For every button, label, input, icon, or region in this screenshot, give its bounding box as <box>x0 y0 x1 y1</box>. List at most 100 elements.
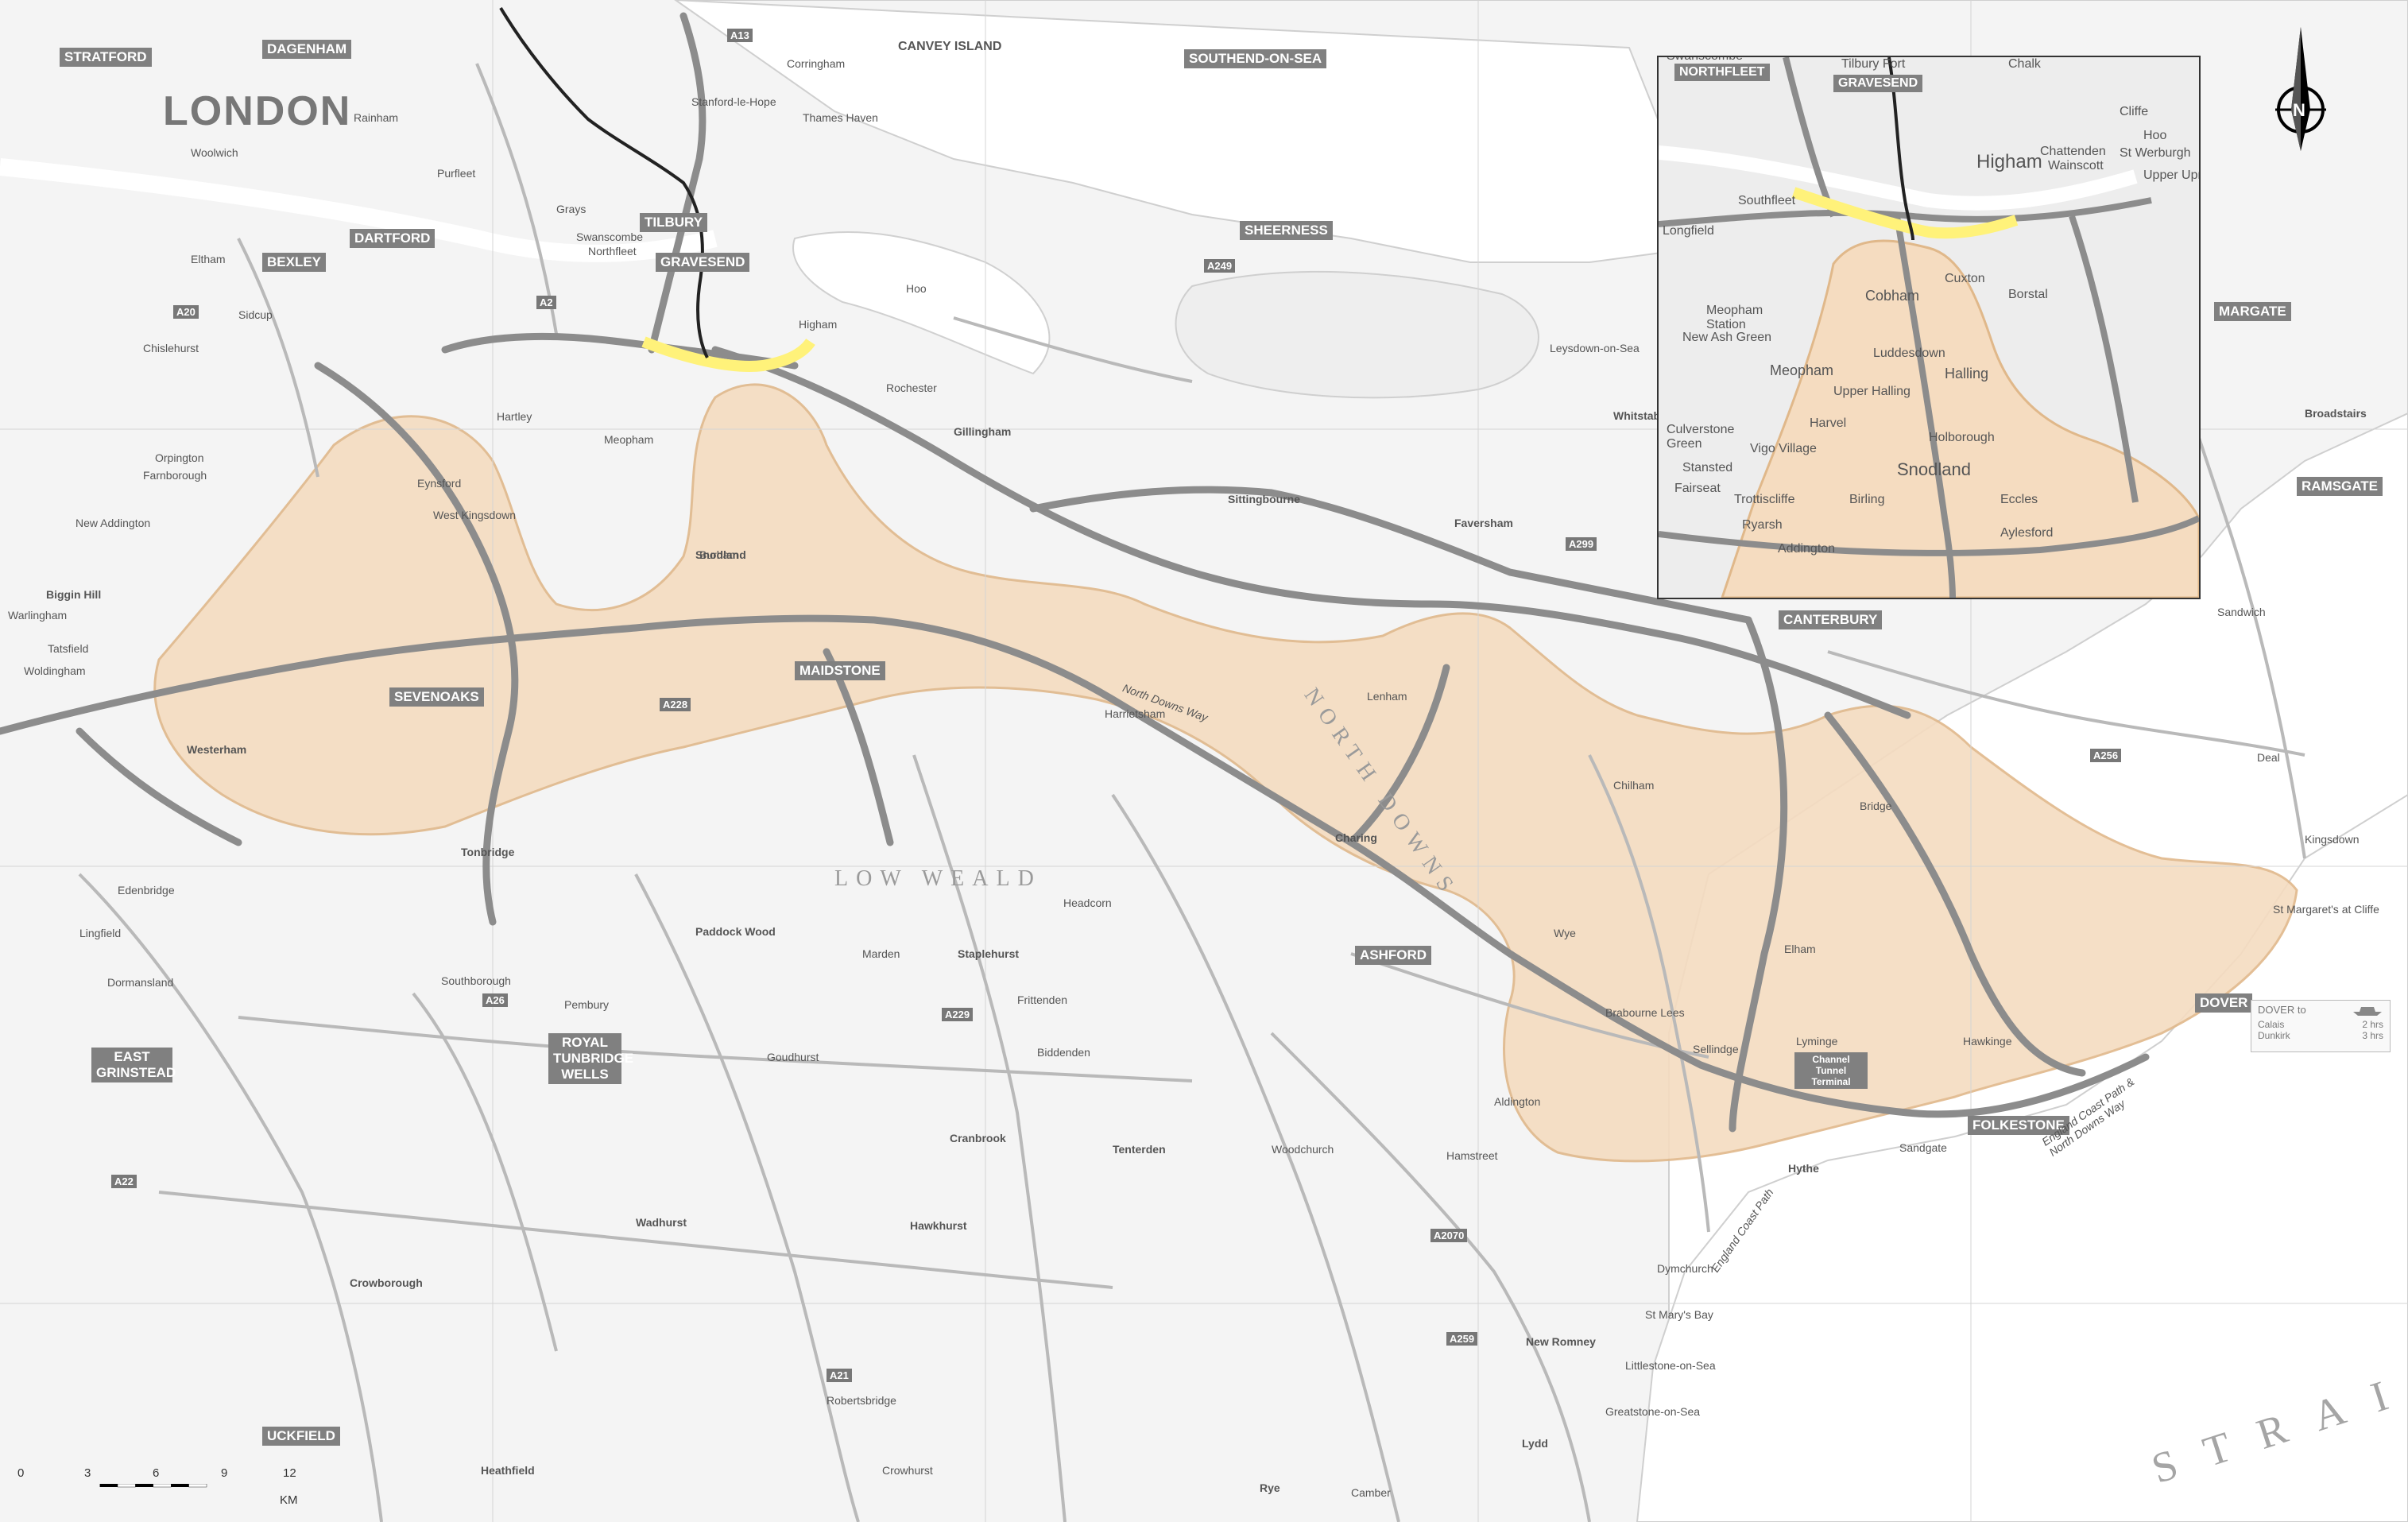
ferry-duration: 2 hrs <box>2362 1019 2383 1030</box>
town-ramsgate[interactable]: RAMSGATE <box>2297 477 2383 496</box>
inset-place: Ryarsh <box>1742 518 1783 532</box>
inset-place: Cobham <box>1865 288 1920 304</box>
town-east-grinstead[interactable]: EAST GRINSTEAD <box>91 1048 176 1082</box>
inset-place: Swanscombe <box>1667 56 1744 63</box>
place: Edenbridge <box>118 884 175 897</box>
road-a256: A256 <box>2090 749 2122 762</box>
inset-town-northfleet[interactable]: NORTHFLEET <box>1674 64 1770 81</box>
place: Sandwich <box>2217 606 2266 618</box>
place: Hawkhurst <box>910 1219 967 1232</box>
road-a249: A249 <box>1204 259 1236 273</box>
inset-place: Cuxton <box>1945 272 1985 285</box>
place: Littlestone-on-Sea <box>1625 1359 1716 1372</box>
main-roads <box>0 12 2150 1133</box>
inset-place: Birling <box>1849 493 1885 506</box>
place: Leysdown-on-Sea <box>1550 342 1640 354</box>
town-ashford[interactable]: ASHFORD <box>1355 946 1432 965</box>
town-stratford[interactable]: STRATFORD <box>60 48 152 67</box>
inset-place: Stansted <box>1682 461 1733 474</box>
place: Gillingham <box>954 425 1012 438</box>
town-folkestone[interactable]: FOLKESTONE <box>1968 1116 2069 1135</box>
town-margate[interactable]: MARGATE <box>2214 302 2291 321</box>
place: Cranbrook <box>950 1132 1006 1144</box>
place: Goudhurst <box>767 1051 819 1063</box>
channel-tunnel-terminal[interactable]: Channel Tunnel Terminal <box>1794 1052 1868 1089</box>
place: Biggin Hill <box>46 588 102 601</box>
place: Sandgate <box>1899 1141 1947 1154</box>
town-dagenham[interactable]: DAGENHAM <box>262 40 352 59</box>
town-uckfield[interactable]: UCKFIELD <box>262 1427 340 1446</box>
inset-place: Longfield <box>1663 224 1714 238</box>
town-maidstone[interactable]: MAIDSTONE <box>795 661 885 680</box>
place: Hawkinge <box>1963 1035 2012 1048</box>
place: Wye <box>1554 927 1576 939</box>
inset-canvas <box>1659 57 2199 598</box>
inset-place: Harvel <box>1810 416 1847 430</box>
inset-place: Upper Halling <box>1833 385 1911 398</box>
place: Charing <box>1335 831 1377 844</box>
inset-place: Snodland <box>1897 459 1971 479</box>
road-a26: A26 <box>482 993 508 1007</box>
place: Frittenden <box>1017 993 1068 1006</box>
inset-place: Culverstone Green <box>1667 423 1735 451</box>
place: Sellindge <box>1693 1043 1739 1055</box>
town-tunbridge-wells[interactable]: ROYAL TUNBRIDGE WELLS <box>548 1033 633 1084</box>
place: Woldingham <box>24 664 86 677</box>
town-dartford[interactable]: DARTFORD <box>350 229 436 248</box>
tunnel-route <box>499 6 709 358</box>
north-letter: N <box>2293 100 2305 120</box>
inset-place: Holborough <box>1929 431 1995 444</box>
road-a299: A299 <box>1566 537 1597 551</box>
place: Woodchurch <box>1272 1143 1334 1156</box>
place: Eynsford <box>417 477 462 490</box>
place: Grays <box>556 203 587 215</box>
inset-place: Tilbury Fort <box>1841 57 1906 71</box>
place: Orpington <box>155 451 204 464</box>
place: Whitstable <box>1613 409 1670 422</box>
place: Eltham <box>191 253 226 265</box>
town-sevenoaks[interactable]: SEVENOAKS <box>389 687 484 707</box>
place: Hamstreet <box>1446 1149 1498 1162</box>
town-gravesend[interactable]: GRAVESEND <box>656 253 750 272</box>
place: Headcorn <box>1063 897 1112 909</box>
place: Chislehurst <box>143 342 199 354</box>
place: Deal <box>2257 751 2280 764</box>
town-bexley[interactable]: BEXLEY <box>262 253 327 272</box>
place: Stanford-le-Hope <box>691 95 776 108</box>
place: New Addington <box>75 517 151 529</box>
inset-place: Chattenden <box>2040 145 2106 158</box>
town-tilbury[interactable]: TILBURY <box>640 213 708 232</box>
place: Lydd <box>1522 1437 1548 1450</box>
inset-place: Southfleet <box>1738 194 1796 207</box>
town-sheerness[interactable]: SHEERNESS <box>1240 221 1333 240</box>
town-southend[interactable]: SOUTHEND-ON-SEA <box>1184 49 1327 68</box>
place: Tonbridge <box>461 846 515 858</box>
place: Lingfield <box>79 927 122 939</box>
place: Sidcup <box>238 308 273 321</box>
inset-place: Luddesdown <box>1873 347 1945 360</box>
place: Chilham <box>1613 779 1655 792</box>
town-dover[interactable]: DOVER <box>2195 993 2253 1013</box>
ferry-title: DOVER to <box>2258 1004 2306 1016</box>
place: Burham <box>699 548 739 561</box>
inset-place: Cliffe <box>2120 105 2149 118</box>
place: Staplehurst <box>958 947 1020 960</box>
place: Robertsbridge <box>827 1394 896 1407</box>
place: Dormansland <box>107 976 174 989</box>
region-low-weald: LOW WEALD <box>834 866 1042 891</box>
place: Broadstairs <box>2305 407 2367 420</box>
road-a229: A229 <box>942 1008 974 1021</box>
isle-of-sheppey <box>1175 270 1539 399</box>
inset-place: Wainscott <box>2048 159 2104 172</box>
inset-map[interactable]: GRAVESEND NORTHFLEET Swanscombe Tilbury … <box>1657 56 2201 599</box>
place: St Margaret's at Cliffe <box>2273 903 2379 916</box>
london-label: LONDON <box>163 88 352 134</box>
place: Rochester <box>886 381 937 394</box>
road-a22: A22 <box>111 1175 137 1188</box>
scale-tick: 12 <box>283 1466 296 1480</box>
inset-place: Upper Upnor <box>2143 168 2199 182</box>
inset-town-gravesend[interactable]: GRAVESEND <box>1833 75 1923 92</box>
scale-tick: 3 <box>84 1466 91 1480</box>
town-canterbury[interactable]: CANTERBURY <box>1779 610 1883 629</box>
